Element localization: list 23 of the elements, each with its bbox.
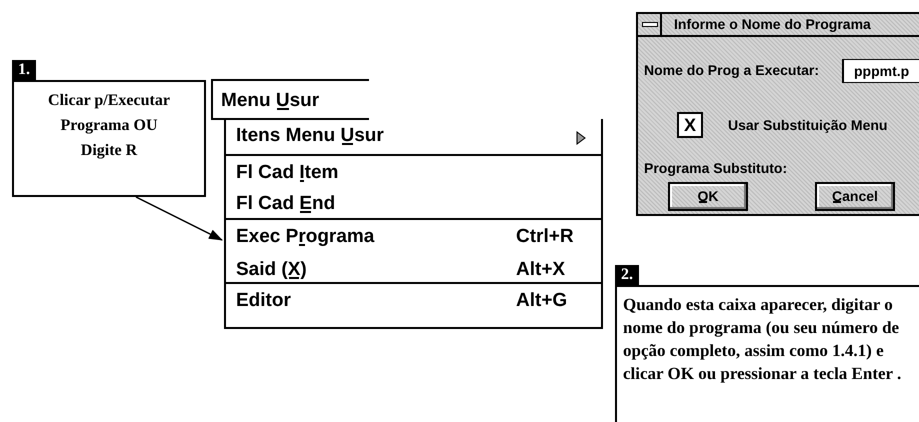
step-number: 1. [12,60,36,80]
keyboard-shortcut: Alt+G [516,290,568,312]
menu-item: Fl Cad Item [236,162,338,184]
menu-item: Editor [236,290,291,312]
dialog-title: Informe o Nome do Programa [674,16,871,32]
step-number: 2. [615,265,639,285]
ok-button: OK [668,182,748,211]
callout-box [615,285,919,422]
field-label: Programa Substituto: [644,160,788,176]
input-field: pppmt.p [842,59,919,83]
callout-box [12,80,206,197]
keyboard-shortcut: Ctrl+R [516,226,574,248]
dialog-window [636,12,919,216]
checkbox: X [677,112,703,138]
arrow [136,196,223,241]
menu-item: Exec Programa [236,226,374,248]
menu-title: Menu Usur [221,90,320,112]
field-label: Usar Substituição Menu [728,117,888,133]
callout-text: Clicar p/Executar Programa OU Digite R [47,91,171,161]
callout-text: Quando esta caixa aparecer, digitar o nome do programa (ou seu número de opção completo, assim como 1.4.1) e clicar OK ou pressionar a tecla Enter . [623,294,902,385]
menu-bar [211,79,369,120]
field-label: Nome do Prog a Executar: [644,62,820,78]
cancel-button: Cancel [815,182,895,211]
